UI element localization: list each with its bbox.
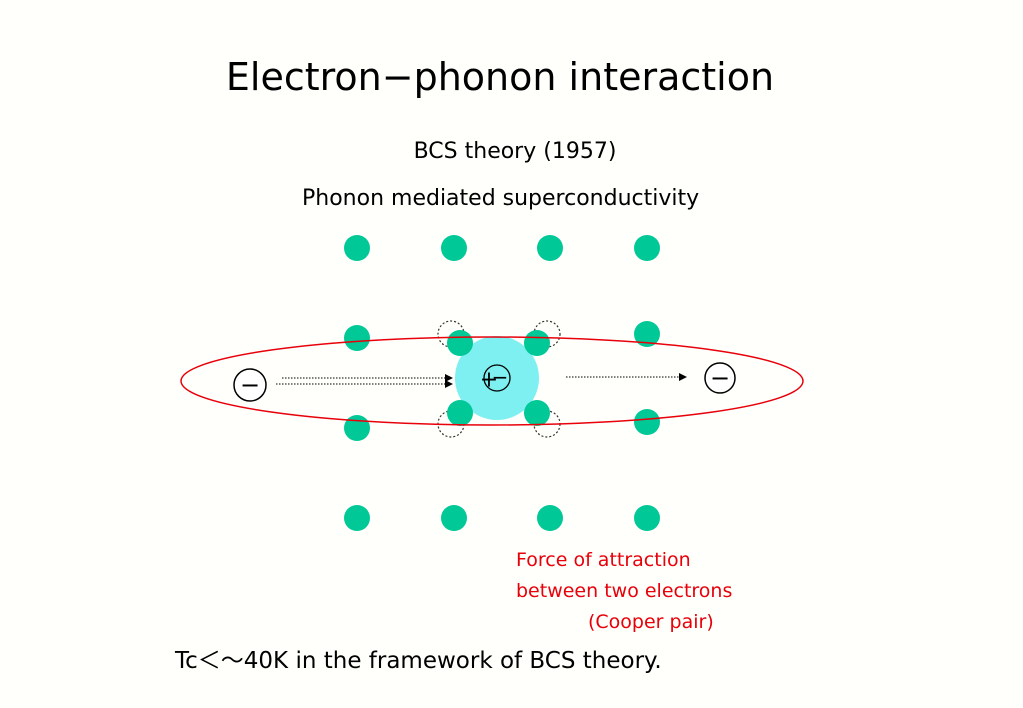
positive-charge-symbol: + bbox=[480, 368, 498, 393]
slide-title: Electron−phonon interaction bbox=[225, 55, 775, 99]
electron-right: − bbox=[704, 362, 736, 394]
ion bbox=[344, 325, 370, 351]
ion bbox=[344, 415, 370, 441]
ion bbox=[634, 235, 660, 261]
electron-right-symbol: − bbox=[710, 364, 730, 392]
cooper-pair-ellipse bbox=[180, 336, 804, 426]
ion bbox=[344, 505, 370, 531]
electron-paths bbox=[276, 373, 687, 388]
ion bbox=[537, 505, 563, 531]
ion-lattice bbox=[344, 235, 660, 531]
attraction-note: Force of attraction between two electron… bbox=[516, 545, 732, 638]
ion bbox=[634, 409, 660, 435]
ion bbox=[634, 321, 660, 347]
ion bbox=[447, 400, 473, 426]
electron-center: − + bbox=[480, 364, 511, 393]
ion bbox=[634, 505, 660, 531]
ion bbox=[447, 330, 473, 356]
electron-center-symbol: − bbox=[492, 365, 509, 389]
slide-subtitle: BCS theory (1957) bbox=[413, 139, 617, 164]
ion bbox=[441, 505, 467, 531]
polarization-cloud bbox=[455, 336, 539, 420]
ion bbox=[344, 235, 370, 261]
slide-subheading: Phonon mediated superconductivity bbox=[302, 186, 700, 211]
footer-statement: Tc＜～40K in the framework of BCS theory. bbox=[175, 648, 662, 674]
attraction-note-line-3: (Cooper pair) bbox=[588, 611, 714, 633]
ion bbox=[524, 330, 550, 356]
electron-left-symbol: − bbox=[240, 371, 260, 399]
ion bbox=[537, 235, 563, 261]
attraction-note-line-1: Force of attraction bbox=[516, 549, 691, 571]
ion bbox=[524, 400, 550, 426]
electron-left: − bbox=[233, 368, 267, 402]
attraction-note-line-2: between two electrons bbox=[516, 580, 733, 602]
ion bbox=[441, 235, 467, 261]
